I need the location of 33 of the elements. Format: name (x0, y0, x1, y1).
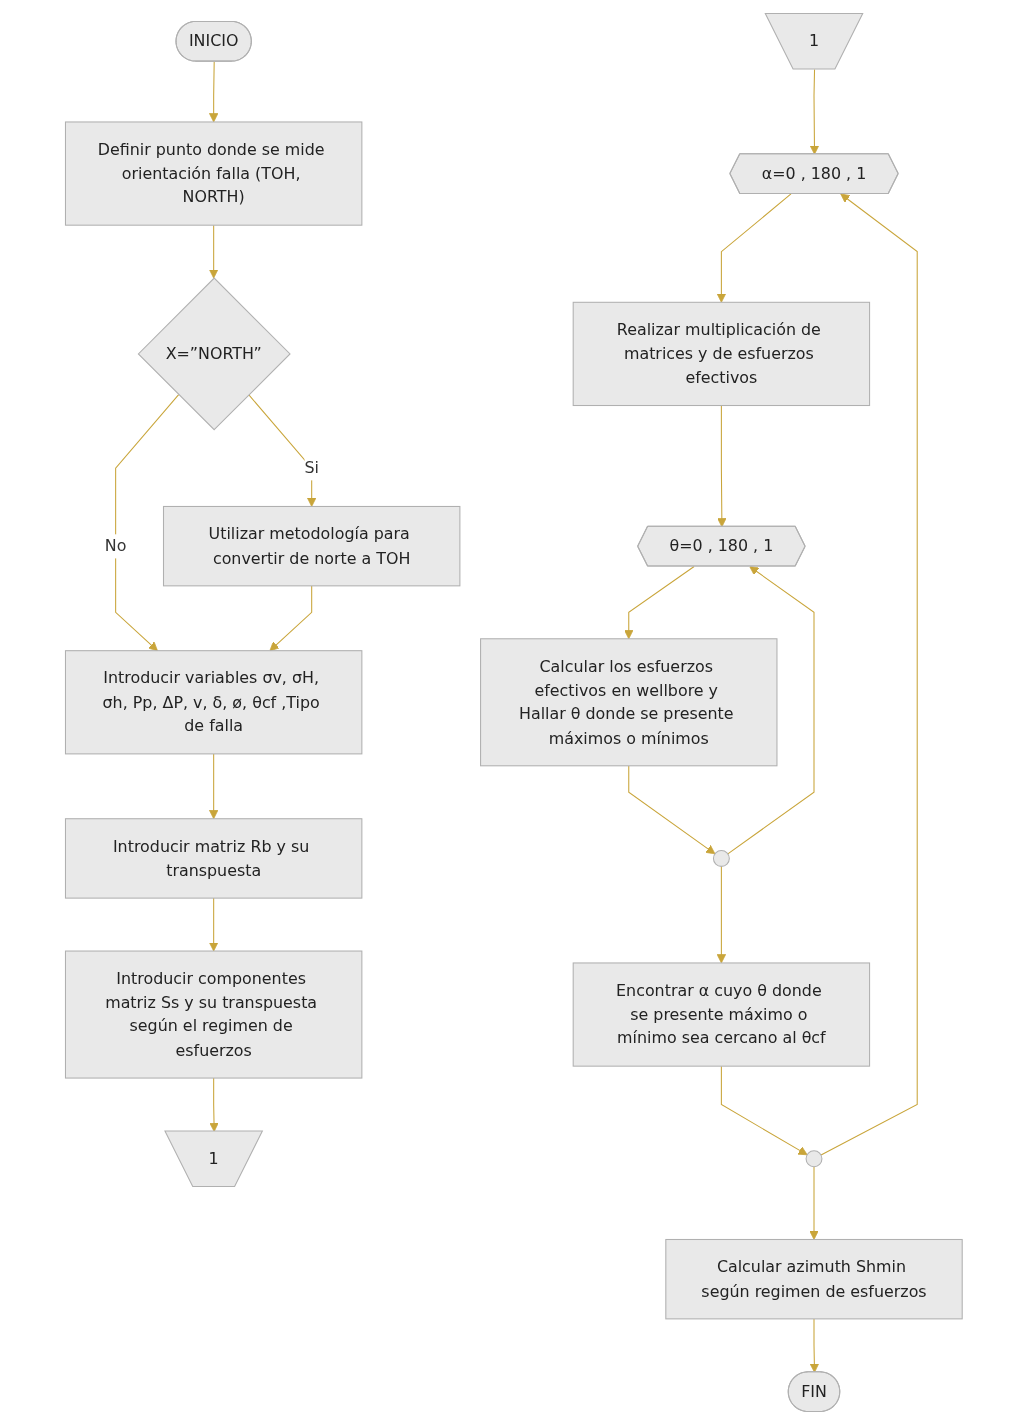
node-box: Calcular los esfuerzos efectivos en wellbore y Hallar θ donde se presente máximos o mínimos (480, 638, 778, 767)
arrow (209, 61, 219, 123)
arrow (820, 193, 918, 1156)
arrow (115, 394, 180, 652)
node-diamond: X=”NORTH” (137, 277, 291, 431)
node-box: Calcular azimuth Shmin según regimen de esfuerzos (665, 1239, 963, 1320)
arrow (269, 585, 313, 652)
arrow (624, 566, 695, 640)
arrow (717, 405, 727, 528)
arrow (209, 1077, 219, 1132)
node-circle (713, 849, 730, 867)
arrow (628, 765, 716, 855)
arrow (727, 566, 815, 855)
node-box: Utilizar metodología para convertir de norte a TOH (163, 505, 461, 587)
arrow (809, 69, 820, 155)
node-box: Introducir componentes matriz Ss y su transpuesta según el regimen de esfuerzos (65, 950, 363, 1079)
node-box: Realizar multiplicación de matrices y de esfuerzos efectivos (572, 301, 871, 407)
arrow (809, 1166, 819, 1240)
node-box: Encontrar α cuyo θ donde se presente máximo o mínimo sea cercano al θcf (572, 962, 871, 1067)
node-box: Introducir variables σv, σH, σh, Pp, ΔP, v, δ, ø, θcf ,Tipo de falla (65, 650, 363, 755)
arrow (809, 1318, 820, 1373)
edge-label: Si (304, 458, 320, 478)
node-box: Introducir matriz Rb y su transpuesta (65, 818, 363, 899)
arrow (209, 897, 219, 952)
arrow (716, 865, 727, 964)
node-box: Definir punto donde se mide orientación falla (TOH, NORTH) (65, 121, 363, 226)
edge-label: No (105, 536, 127, 556)
arrow (716, 193, 792, 303)
arrow (721, 1065, 808, 1156)
arrow (248, 394, 317, 507)
arrow (209, 753, 219, 820)
arrow (209, 224, 219, 279)
node-circle (805, 1150, 823, 1168)
